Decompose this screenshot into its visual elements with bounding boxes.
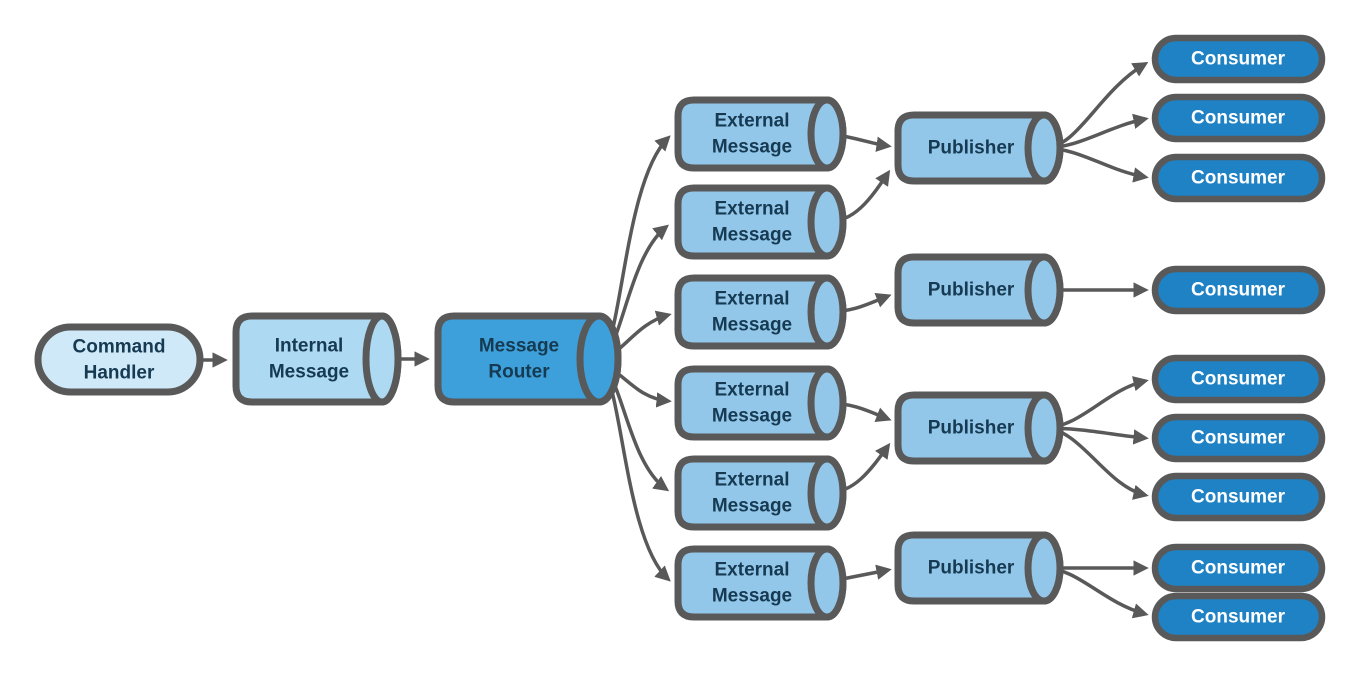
external-message-node-3: External Message [678, 278, 843, 346]
external-message-node-2: External Message [678, 188, 843, 256]
external-message-node-4: External Message [678, 369, 843, 437]
publisher-node-1: Publisher [898, 115, 1060, 181]
publisher-node-3: Publisher [898, 395, 1060, 461]
command-handler-node: Command Handler [38, 327, 200, 392]
consumer-node-2: Consumer [1155, 97, 1322, 139]
consumer-node-3: Consumer [1155, 157, 1322, 199]
consumer-node-8: Consumer [1155, 547, 1322, 589]
external-message-node-5: External Message [678, 459, 843, 527]
consumer-node-5: Consumer [1155, 358, 1322, 400]
consumer-node-9: Consumer [1155, 596, 1322, 638]
consumer-node-6: Consumer [1155, 417, 1322, 459]
external-message-node-6: External Message [678, 549, 843, 617]
consumer-node-4: Consumer [1155, 269, 1322, 311]
publisher-node-2: Publisher [898, 257, 1060, 323]
internal-message-node: Internal Message [236, 316, 398, 402]
consumer-node-1: Consumer [1155, 38, 1322, 80]
message-router-node: Message Router [438, 316, 618, 402]
publisher-node-4: Publisher [898, 535, 1060, 601]
external-message-node-1: External Message [678, 100, 843, 168]
consumer-node-7: Consumer [1155, 476, 1322, 518]
